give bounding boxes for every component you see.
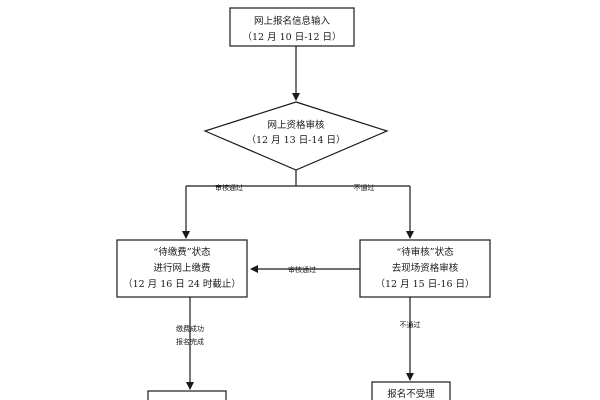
online-input-line-2: （12 月 10 日-12 日） (242, 31, 341, 43)
pending-review-line-1: “待审核”状态 (396, 246, 454, 258)
edge-label-review-pass-left: 审核通过 (215, 183, 243, 192)
pending-review-line-3: （12 月 15 日-16 日） (375, 278, 474, 290)
qualification-review-line-1: 网上资格审核 (267, 119, 325, 131)
pending-review-box (359, 239, 491, 298)
rejected-line-1: 报名不受理 (387, 388, 435, 400)
rejected-box (371, 381, 451, 400)
edge-label-payment-success-1: 缴费成功 (176, 324, 204, 333)
pending-payment-box (116, 239, 248, 298)
pending-payment-line-1: “待缴费”状态 (153, 246, 211, 258)
pending-payment-line-3: （12 月 16 日 24 时截止） (123, 278, 241, 290)
online-input-box (229, 7, 355, 47)
online-input-line-1: 网上报名信息输入 (254, 15, 331, 27)
edge-label-not-pass-right: 不通过 (354, 183, 375, 192)
edge-label-not-pass-bottom: 不通过 (400, 320, 421, 329)
completed-box (147, 390, 227, 400)
edge-label-review-pass-middle: 审核通过 (288, 265, 316, 274)
qualification-review-line-2: （12 月 13 日-14 日） (246, 134, 345, 146)
pending-payment-line-2: 进行网上缴费 (153, 262, 210, 274)
pending-review-line-2: 去现场资格审核 (392, 262, 459, 274)
edge-label-payment-success-2: 报名完成 (176, 337, 204, 346)
